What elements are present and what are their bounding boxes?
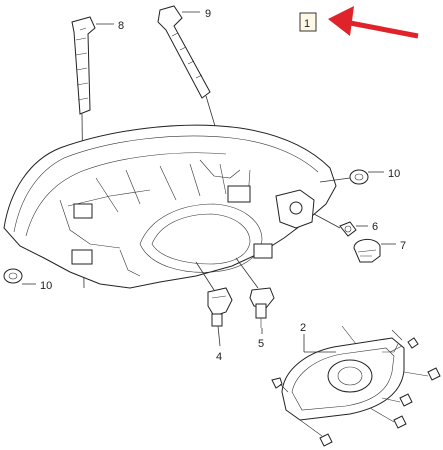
- part-8-clip[interactable]: [71, 16, 96, 115]
- part-10-grommet-right[interactable]: [349, 169, 369, 185]
- callout-2-label[interactable]: 2: [300, 322, 306, 334]
- callout-1-label: 1: [304, 18, 310, 30]
- leader-4-up: [195, 261, 215, 291]
- part-5-bulb[interactable]: [249, 287, 275, 328]
- leader-10-right-in: [319, 177, 351, 183]
- part-2-lamp-module[interactable]: [281, 337, 405, 421]
- callout-4-label[interactable]: 4: [216, 351, 222, 363]
- screw-icon: [271, 325, 441, 447]
- callout-10-left-label[interactable]: 10: [40, 280, 52, 292]
- callout-5-label[interactable]: 5: [258, 338, 264, 350]
- callout-7-label[interactable]: 7: [400, 240, 406, 252]
- red-arrow-icon: [328, 6, 419, 39]
- callout-1-group[interactable]: 1: [299, 12, 317, 32]
- leader-4: [217, 325, 221, 347]
- leader-5-up: [235, 257, 259, 289]
- callout-1-box: [299, 12, 317, 32]
- callout-6-label[interactable]: 6: [372, 221, 378, 233]
- part-4-socket[interactable]: [207, 287, 233, 327]
- headlamp-housing[interactable]: [3, 124, 337, 289]
- part-10-grommet-left[interactable]: [3, 268, 23, 284]
- part-6-bulb[interactable]: [339, 221, 357, 237]
- callout-9-label[interactable]: 9: [205, 8, 211, 20]
- leader-6-in: [313, 213, 341, 229]
- callout-10-right-label[interactable]: 10: [388, 168, 400, 180]
- callout-8-label[interactable]: 8: [118, 20, 124, 32]
- part-7-bulb-holder[interactable]: [353, 239, 381, 263]
- part-9-clip[interactable]: [157, 5, 211, 99]
